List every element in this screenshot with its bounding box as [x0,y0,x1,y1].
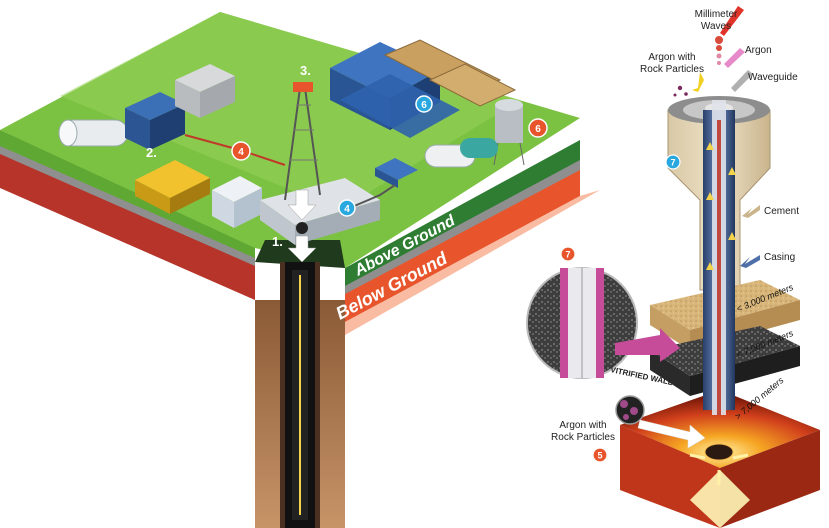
waveguide-core [717,120,721,415]
below-ground-band [345,168,580,322]
blue-skid [375,158,418,188]
below-ground-fade [345,190,600,335]
svg-text:4: 4 [344,204,350,215]
argon-label: Argon [745,45,772,56]
badge-6-blue: 6 [415,95,433,113]
rock-particle-arrow [692,72,704,92]
drill-down-arrow-2 [287,235,317,263]
svg-text:7: 7 [565,250,570,260]
drill-head [704,443,734,461]
millimeter-wave-arrow [720,6,744,36]
grass-highlight [60,12,520,210]
flow-arrows [706,142,736,270]
below-ground-band-gray [345,158,580,294]
step-2-label: 2. [146,145,157,160]
soil-layer-left [0,150,255,300]
svg-text:7: 7 [670,158,675,168]
millimeter-waves-label-1: Millimeter [695,9,738,20]
cement-arrow [742,205,760,218]
rock-particles-inset [615,395,645,425]
badge-6-orange: 6 [528,118,548,138]
waveguide-label: Waveguide [748,72,798,83]
vitrified-arrow [615,328,680,362]
magma-block [620,390,820,528]
argon-rock-top-label-1: Argon with [648,52,695,63]
badge-4-blue: 4 [338,199,356,217]
millimeter-waves-label-2: Waves [701,21,731,32]
above-ground-band [345,140,580,286]
cement-label: Cement [764,206,799,217]
pipe-blue [344,184,396,211]
argon-arrow [724,48,745,68]
svg-text:4: 4 [238,147,244,158]
casing-arrow [740,255,760,268]
step-3-label: 3. [300,63,311,78]
blue-container [125,92,185,150]
storage-tank [58,119,129,147]
drill-bit [296,222,308,234]
step-1-label: 1. [272,234,283,249]
waveguide-arrow [731,70,753,92]
badge-7-inset: 7 [560,246,576,262]
argon-rock-top-label-2: Rock Particles [640,64,704,75]
svg-text:5: 5 [597,451,602,461]
generator-bank [330,42,460,138]
argon-rock-bottom-label-1: Argon with [559,420,606,431]
badge-5: 5 [592,447,608,463]
badge-4-orange: 4 [231,141,251,161]
settling-ponds [383,39,517,107]
argon-rock-bottom-label-2: Rock Particles [551,432,615,443]
generator [135,160,210,214]
drill-rig [260,82,380,263]
svg-text:6: 6 [421,100,427,111]
silo [493,99,525,166]
vitrified-wall-inset [526,267,638,379]
casing-label: Casing [764,252,795,263]
separator-tanks [424,138,498,168]
grass-edge-left [0,130,255,258]
rock-particles-top [673,85,688,97]
shed [212,176,262,228]
svg-text:6: 6 [535,124,541,135]
control-unit [175,64,235,118]
drill-down-arrow [287,189,317,221]
well-site-platform: 1. 2. 3. 4 4 6 6 Above Ground Below Grou… [0,12,600,528]
badge-7-top: 7 [665,154,681,170]
wave-beads [715,36,723,65]
waveguide-cutaway: Millimeter Waves Argon Argon with Rock P… [526,6,820,528]
particle-arrow [637,419,706,449]
heat-rays [689,453,749,485]
